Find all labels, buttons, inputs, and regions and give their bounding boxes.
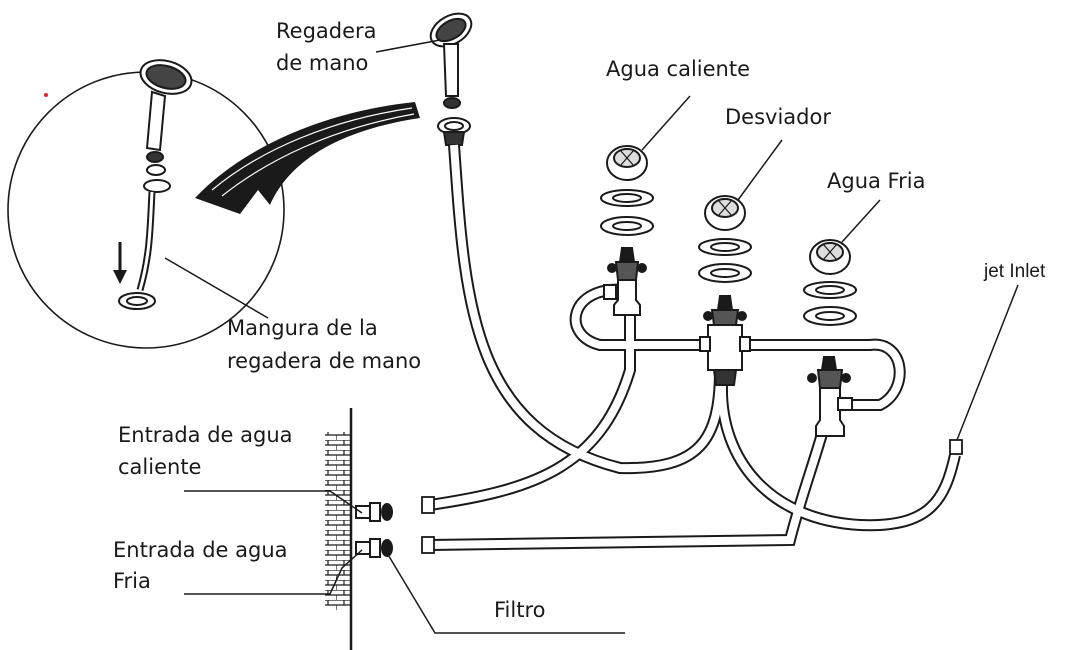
label-jet-inlet: jet Inlet (984, 261, 1046, 282)
label-desviador: Desviador (725, 105, 831, 129)
leader-lines (164, 39, 1019, 634)
hand-shower (429, 12, 473, 146)
label-entrada-fria-line2: Fria (113, 569, 151, 593)
label-entrada-caliente-line1: Entrada de agua (118, 423, 293, 447)
label-regadera-line2: de mano (276, 51, 369, 75)
label-agua-fria: Agua Fria (827, 169, 926, 193)
cold-water-valve (803, 239, 857, 437)
hose-fittings (421, 439, 963, 554)
label-entrada-caliente-line2: caliente (118, 455, 202, 479)
label-manguera-line1: Mangura de la (227, 316, 378, 340)
label-filtro: Filtro (494, 598, 546, 622)
curved-arrow (195, 102, 420, 214)
label-entrada-fria-line1: Entrada de agua (113, 538, 288, 562)
label-regadera-line1: Regadera (276, 19, 377, 43)
red-dot (44, 93, 48, 97)
wall (325, 408, 353, 650)
diverter-valve (698, 195, 752, 386)
down-arrow (113, 242, 127, 284)
detail-hand-shower (118, 59, 193, 310)
wall-inlets (355, 502, 393, 558)
hot-water-valve (600, 145, 654, 316)
label-manguera-line2: regadera de mano (227, 349, 422, 373)
label-agua-caliente: Agua caliente (606, 57, 751, 81)
